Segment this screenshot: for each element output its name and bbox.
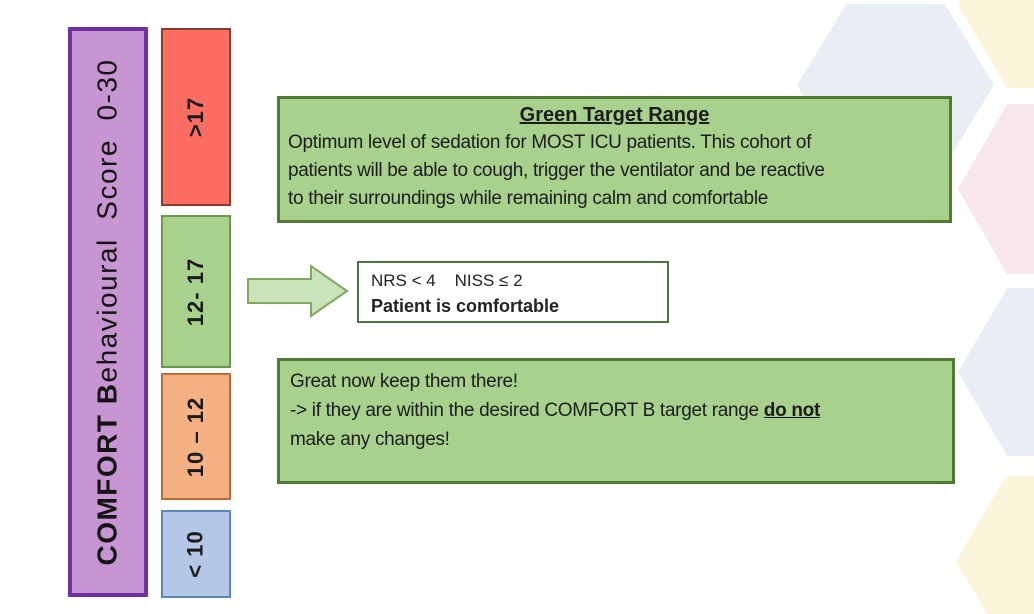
comfort-scale-title: COMFORT Behavioural Score 0-30 [92,58,124,565]
flow-arrow-icon [247,264,349,318]
hexagon-decoration-right-pink [958,104,1034,274]
scale-segment-blue-label: < 10 [183,530,208,578]
hexagon-decoration-right-blue [958,288,1034,456]
scale-segment-orange-label: 10 – 12 [183,396,208,477]
green-target-range-box: Green Target Range Optimum level of seda… [277,96,952,223]
assessment-scores-line: NRS < 4 NISS ≤ 2 [371,271,523,290]
hexagon-decoration-right-yellow-2 [956,476,1034,614]
scale-segment-red-label: >17 [182,96,208,138]
scale-segment-blue: < 10 [161,510,231,598]
assessment-result-line: Patient is comfortable [371,296,560,316]
comfort-scale-title-bold: COMFORT B [92,382,124,566]
keep-in-range-box: Great now keep them there! -> if they ar… [277,358,955,484]
keep-in-range-line-2: -> if they are within the desired COMFOR… [290,396,942,425]
keep-in-range-line-2-text: -> if they are within the desired COMFOR… [290,400,764,421]
assessment-criteria-box: NRS < 4 NISS ≤ 2 Patient is comfortable [357,261,669,323]
comfort-scale-title-rest: ehavioural Score 0-30 [92,58,124,383]
green-target-range-line-3: to their surroundings while remaining ca… [288,188,769,209]
green-target-range-title: Green Target Range [519,104,710,126]
scale-segment-green: 12- 17 [161,215,231,368]
scale-segment-green-label: 12- 17 [183,257,209,326]
do-not-emphasis: do not [763,400,821,421]
comfort-scale-title-bar: COMFORT Behavioural Score 0-30 [68,27,148,597]
scale-segment-red: >17 [161,28,231,206]
keep-in-range-line-3: make any changes! [290,429,450,450]
scale-segment-orange: 10 – 12 [161,373,231,500]
green-target-range-line-1: Optimum level of sedation for MOST ICU p… [288,132,812,153]
keep-in-range-line-1: Great now keep them there! [290,371,518,392]
green-target-range-line-2: patients will be able to cough, trigger … [288,160,825,181]
